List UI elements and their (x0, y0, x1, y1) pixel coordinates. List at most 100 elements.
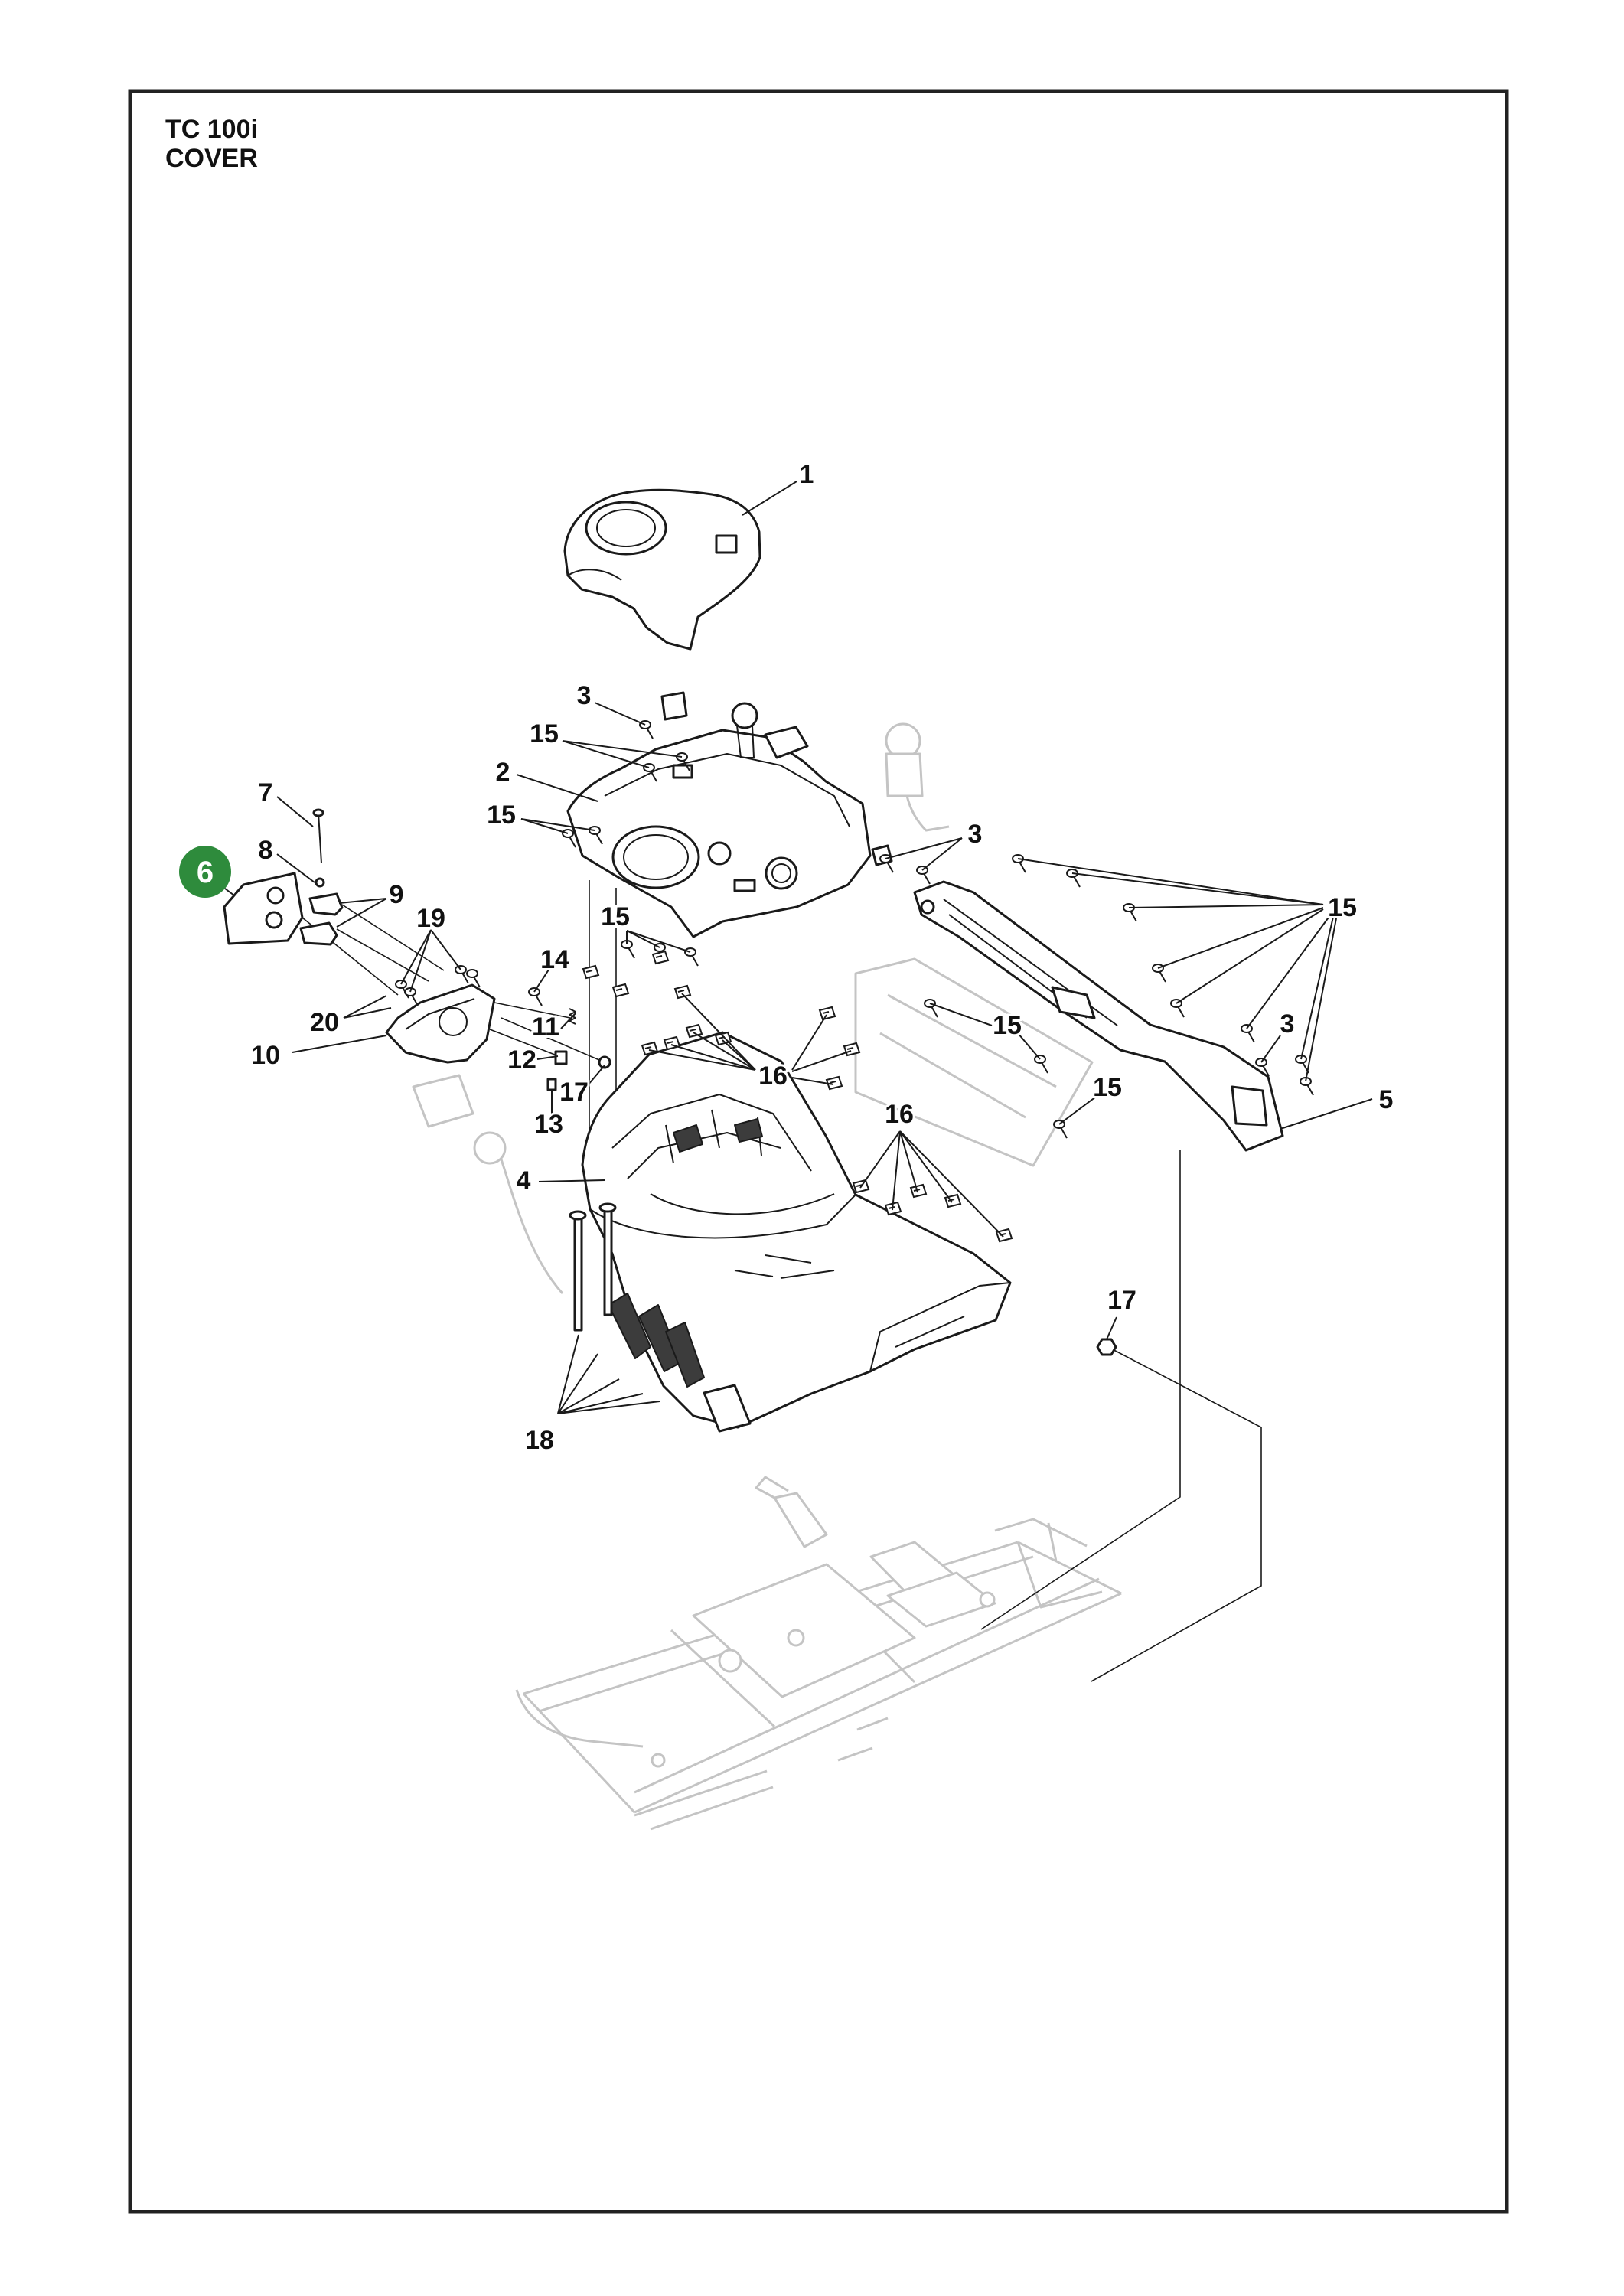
callout-12[interactable]: 12 (505, 1043, 539, 1077)
callout-15[interactable]: 15 (484, 798, 518, 832)
body-inner-rim (611, 1094, 812, 1172)
reference-plate-detail (879, 993, 1057, 1119)
callout-18[interactable]: 18 (523, 1424, 556, 1457)
diagram-model-title: TC 100i (165, 115, 258, 144)
leader-line (1260, 1035, 1281, 1063)
key-switch-body (736, 725, 755, 758)
callout-4[interactable]: 4 (514, 1164, 533, 1198)
leader-line (587, 1065, 605, 1086)
fastener-screw (924, 999, 938, 1018)
rocker-switch (764, 726, 809, 759)
callout-3[interactable]: 3 (966, 817, 985, 851)
leader-line (1017, 1032, 1041, 1060)
leader-lines (221, 481, 1373, 1414)
callout-16[interactable]: 16 (882, 1097, 916, 1131)
highlighted-callout[interactable]: 6 (179, 846, 231, 898)
clip (995, 1228, 1013, 1243)
leader-line (859, 1130, 901, 1189)
callout-10[interactable]: 10 (249, 1039, 282, 1072)
body-front-fin (608, 1293, 651, 1359)
highlighted-callout-label[interactable]: 6 (197, 856, 214, 889)
callout-3[interactable]: 3 (1278, 1007, 1297, 1041)
callout-15[interactable]: 15 (598, 900, 632, 934)
callout-2[interactable]: 2 (494, 755, 513, 789)
clip (685, 1023, 703, 1039)
body-foot (703, 1384, 752, 1433)
leader-line (791, 1014, 827, 1071)
callout-15[interactable]: 15 (990, 1009, 1024, 1042)
fastener-screw (589, 826, 603, 845)
panel-knob (707, 841, 732, 866)
callout-3[interactable]: 3 (575, 679, 594, 713)
assembly-line-panel-to-body (589, 880, 617, 1133)
rear-bar-end-cap (1231, 1085, 1268, 1127)
leader-line (681, 993, 756, 1071)
leader-line (885, 837, 963, 859)
leader-line (929, 1003, 993, 1026)
clip (651, 950, 670, 965)
reference-cable (500, 1159, 564, 1295)
body-interior-feature (734, 1118, 763, 1143)
leader-line (594, 702, 646, 726)
callout-9[interactable]: 9 (387, 878, 406, 912)
bolt-shank (603, 1206, 613, 1316)
part-16-clips (582, 950, 1013, 1243)
toggle-switch (660, 691, 688, 721)
leader-line (1280, 1098, 1373, 1130)
callout-8[interactable]: 8 (256, 833, 276, 867)
part-4-body (581, 1031, 1012, 1433)
hood-rim-line (567, 569, 622, 581)
part-9-bracket (299, 921, 338, 946)
leader-line (648, 1049, 756, 1071)
fastener-screw (639, 720, 654, 739)
part-5-rear-bar (913, 880, 1284, 1152)
callout-11[interactable]: 11 (530, 1010, 562, 1044)
fastener-screw (466, 969, 481, 988)
callout-1[interactable]: 1 (797, 458, 817, 491)
callout-5[interactable]: 5 (1377, 1083, 1396, 1117)
leader-line (292, 1035, 387, 1053)
reference-knob-body (885, 752, 924, 797)
callout-17[interactable]: 17 (557, 1075, 591, 1109)
reference-knob-cable (905, 795, 950, 832)
headlight-lens-led (266, 886, 285, 905)
part-12-bushing (554, 1050, 568, 1065)
callout-17[interactable]: 17 (1105, 1283, 1139, 1317)
callout-19[interactable]: 19 (414, 902, 448, 935)
callout-15[interactable]: 15 (1091, 1071, 1124, 1104)
top-panel-steering-opening (611, 825, 700, 889)
leader-line (343, 995, 387, 1019)
leader-line (276, 853, 315, 883)
callout-15[interactable]: 15 (1326, 891, 1359, 925)
leader-line (1128, 904, 1324, 908)
leader-line (533, 969, 549, 993)
assembly-line-housing-to-body (489, 1002, 605, 1063)
callout-16[interactable]: 16 (756, 1059, 790, 1093)
leader-line (562, 740, 650, 768)
clip (641, 1041, 659, 1056)
callout-13[interactable]: 13 (532, 1107, 566, 1141)
hood-opening-inner (596, 509, 656, 547)
fastener-screw (621, 940, 635, 959)
fastener-screw (1123, 903, 1137, 922)
part-6-headlight-lens (223, 872, 304, 945)
fastener-screw (1295, 1055, 1309, 1074)
callout-15[interactable]: 15 (527, 717, 561, 751)
part-9-bracket (308, 892, 344, 916)
fastener-screw (879, 854, 894, 873)
bolt-head (569, 1210, 587, 1221)
part-7-pin (318, 812, 322, 864)
fastener-screw (528, 987, 543, 1006)
leader-line (899, 1130, 1004, 1238)
fastener-screw (1152, 964, 1166, 983)
leader-line (538, 1179, 605, 1182)
callout-14[interactable]: 14 (538, 943, 572, 977)
leader-line (430, 929, 461, 970)
callout-20[interactable]: 20 (308, 1006, 341, 1039)
part-17-nut (598, 1055, 611, 1069)
highlighted-callout-badge[interactable] (179, 846, 231, 898)
callout-7[interactable]: 7 (256, 776, 276, 810)
body-tunnel (869, 1282, 1011, 1372)
bolt-head (598, 1202, 617, 1213)
part-18-bolts (569, 1202, 617, 1332)
